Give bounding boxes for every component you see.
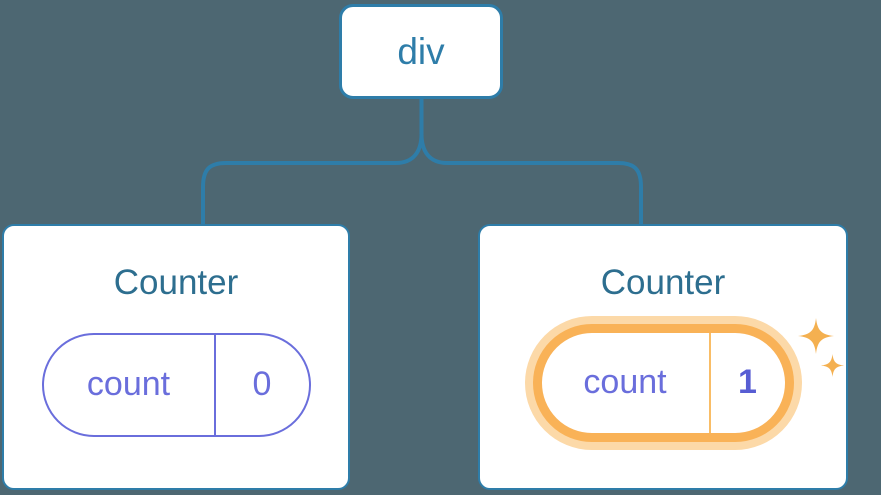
state-pill-right: count 1 <box>532 323 794 442</box>
connector-left-branch <box>201 99 424 224</box>
counter-card-left-title: Counter <box>113 263 239 302</box>
counter-card-right-title: Counter <box>600 263 726 302</box>
connector-right-branch <box>419 133 643 224</box>
state-pill-highlight-halo: count 1 <box>524 315 802 450</box>
state-pill-right-value: 1 <box>738 363 757 401</box>
state-pill-left-value: 0 <box>252 365 272 403</box>
state-pill-left: count 0 <box>41 332 311 437</box>
counter-card-right: Counter count 1 <box>478 224 848 490</box>
sparkle-large-icon <box>798 318 834 354</box>
root-node-div: div <box>339 4 503 99</box>
state-pill-left-key: count <box>44 334 216 435</box>
root-node-label: div <box>397 31 445 72</box>
counter-card-left: Counter count 0 <box>2 224 350 490</box>
state-pill-right-key: count <box>542 332 711 433</box>
sparkle-small-icon <box>821 354 844 377</box>
